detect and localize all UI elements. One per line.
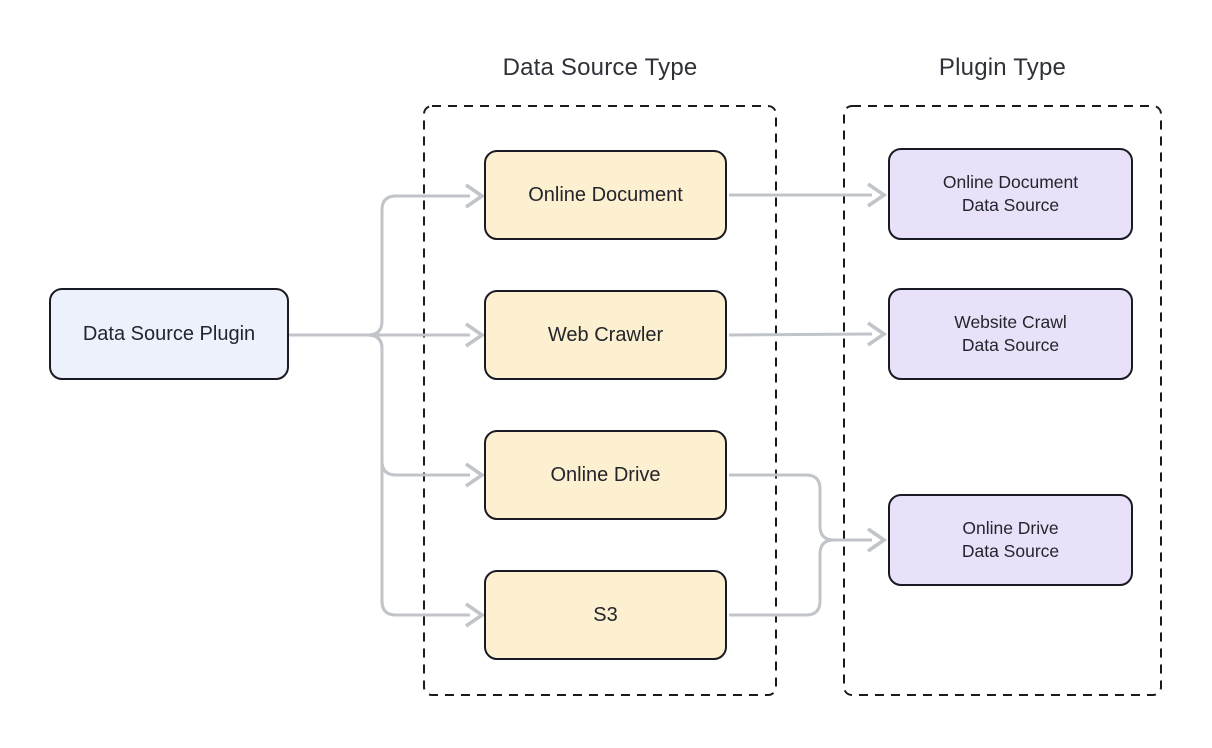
- node-online-document: Online Document: [484, 150, 727, 240]
- node-label: Web Crawler: [547, 324, 664, 346]
- edge-web-crawler-to-plugin: [728, 332, 873, 337]
- node-s3: S3: [484, 570, 727, 660]
- node-label: Online Document Data Source: [942, 172, 1079, 215]
- node-label: S3: [593, 604, 618, 626]
- edge-s3-to-plugin: [729, 538, 835, 617]
- node-label: Online Drive: [550, 464, 661, 486]
- node-label: Website Crawl Data Source: [954, 312, 1067, 355]
- arrowhead-website-crawl-data-source: [866, 321, 888, 347]
- arrowhead-online-document-data-source: [866, 182, 888, 208]
- node-online-drive-data-source: Online Drive Data Source: [888, 494, 1133, 586]
- arrowhead-s3: [464, 602, 486, 628]
- node-website-crawl-data-source: Website Crawl Data Source: [888, 288, 1133, 380]
- edge-source-to-s3: [289, 333, 470, 617]
- edge-online-drive-to-plugin: [729, 473, 872, 542]
- edge-source-to-online-document: [289, 194, 470, 337]
- arrowhead-online-drive-data-source: [866, 527, 888, 553]
- node-online-drive: Online Drive: [484, 430, 727, 520]
- node-label: Data Source Plugin: [82, 323, 256, 345]
- plugin-type-group-border: [843, 105, 1162, 696]
- edge-source-to-online-drive: [289, 333, 470, 477]
- node-web-crawler: Web Crawler: [484, 290, 727, 380]
- arrowhead-online-document: [464, 183, 486, 209]
- node-label: Online Drive Data Source: [961, 518, 1060, 561]
- node-data-source-plugin: Data Source Plugin: [49, 288, 289, 380]
- data-source-type-group-border: [423, 105, 777, 696]
- plugin-type-title: Plugin Type: [938, 54, 1067, 81]
- data-source-type-title: Data Source Type: [502, 54, 698, 81]
- node-online-document-data-source: Online Document Data Source: [888, 148, 1133, 240]
- arrowhead-online-drive: [464, 462, 486, 488]
- node-label: Online Document: [528, 184, 683, 206]
- arrowhead-web-crawler: [464, 322, 486, 348]
